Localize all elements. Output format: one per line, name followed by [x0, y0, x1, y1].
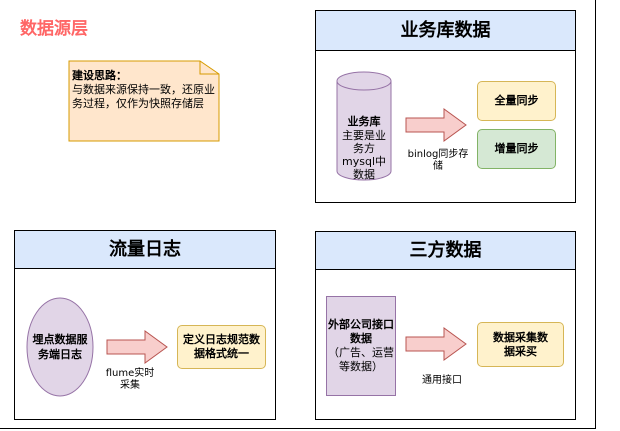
- tracking-data-text: 埋点数据服务端日志: [32, 333, 88, 361]
- database-icon: [336, 71, 392, 181]
- flume-arrow: [106, 330, 168, 364]
- design-note: 建设思路： 与数据来源保持一致，还原业务过程，仅作为快照存储层: [68, 60, 220, 142]
- external-interface-sub: （广告、运营等数据）: [328, 346, 394, 373]
- full-sync-box: 全量同步: [477, 81, 556, 121]
- panel-business-db: 业务库数据 业务库 主要是业务方mysql中数据 binlog同步存储 全量同步…: [315, 10, 576, 203]
- data-collection-box: 数据采集数据采买: [477, 322, 564, 367]
- business-db-desc: 主要是业务方mysql中数据: [342, 129, 386, 181]
- panel-third-party: 三方数据 外部公司接口数据 （广告、运营等数据） 通用接口 数据采集数据采买: [315, 231, 576, 420]
- panel-third-party-title: 三方数据: [316, 232, 575, 270]
- ellipse-shape: [26, 297, 94, 397]
- binlog-label: binlog同步存储: [407, 149, 469, 172]
- tracking-data-ellipse: 埋点数据服务端日志: [26, 297, 94, 397]
- log-standard-box: 定义日志规范数据格式统一: [177, 325, 266, 369]
- binlog-arrow: [405, 108, 467, 142]
- incremental-sync-box: 增量同步: [477, 129, 556, 169]
- interface-label: 通用接口: [422, 375, 462, 386]
- note-shape: [68, 60, 220, 142]
- canvas-frame: [0, 0, 596, 429]
- note-body: 与数据来源保持一致，还原业务过程，仅作为快照存储层: [72, 83, 215, 110]
- external-interface-box: 外部公司接口数据 （广告、运营等数据）: [326, 296, 396, 396]
- page-title: 数据源层: [20, 19, 88, 39]
- panel-business-db-title: 业务库数据: [316, 11, 575, 51]
- note-text: 建设思路： 与数据来源保持一致，还原业务过程，仅作为快照存储层: [72, 69, 218, 111]
- note-heading: 建设思路：: [72, 69, 127, 82]
- interface-arrow: [405, 327, 467, 361]
- flume-label: flume实时采集: [105, 368, 155, 391]
- external-interface-title: 外部公司接口数据: [328, 318, 394, 345]
- business-db-name: 业务库: [347, 115, 381, 128]
- business-db-cylinder: 业务库 主要是业务方mysql中数据: [336, 71, 392, 181]
- panel-traffic-log: 流量日志 埋点数据服务端日志 flume实时采集 定义日志规范数据格式统一: [14, 230, 276, 420]
- panel-traffic-log-title: 流量日志: [15, 231, 275, 269]
